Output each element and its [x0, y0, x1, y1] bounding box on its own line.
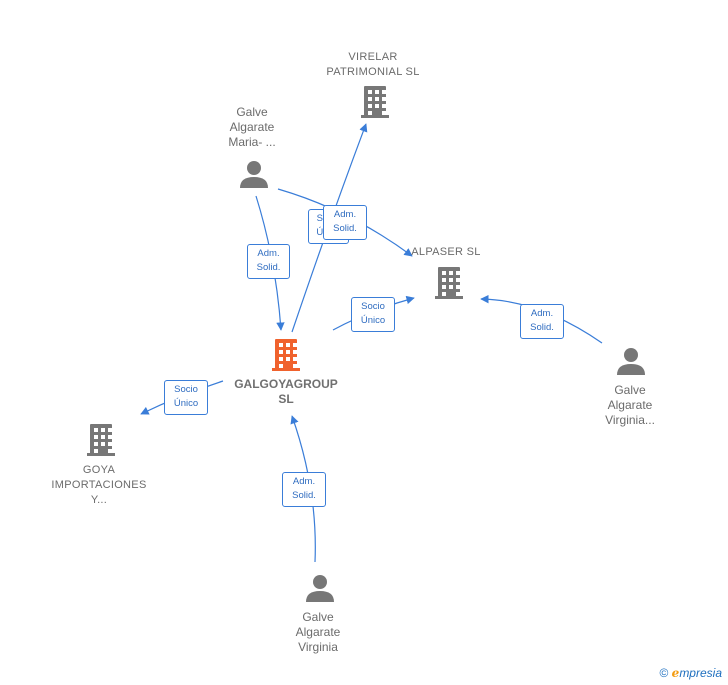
edge-label-line2: Solid. — [292, 490, 316, 501]
virelar-name-line2: PATRIMONIAL SL — [326, 66, 420, 78]
edge-label-line2: Solid. — [256, 262, 281, 273]
galve-maria-line1: Galve — [236, 105, 268, 119]
galve-virginia-bottom-person-icon — [306, 575, 334, 602]
galgoya-name-line2: SL — [278, 392, 294, 406]
galve-virginia-bottom-line1: Galve — [302, 610, 334, 624]
edge-label-virginia-galgoya: Adm. Solid. — [282, 472, 326, 507]
alpaser-windows — [442, 271, 460, 296]
galve-maria-line3: Maria- ... — [228, 135, 276, 149]
edge-label-line1: Adm. — [530, 308, 554, 319]
edge-label-galgoya-alpaser: Socio Único — [351, 297, 395, 332]
alpaser-name: ALPASER SL — [411, 246, 481, 258]
alpaser-label[interactable]: ALPASER SL — [408, 245, 484, 260]
galve-virginia-bottom-label[interactable]: Galve Algarate Virginia — [280, 610, 356, 655]
copyright-symbol: © — [659, 666, 669, 680]
edge-label-line2: Solid. — [530, 322, 554, 333]
edge-label-line1: Adm. — [292, 476, 316, 487]
galve-virginia-bottom-line3: Virginia — [298, 640, 338, 654]
virelar-windows — [368, 90, 386, 115]
edge-label-line2: Único — [173, 398, 199, 409]
edge-label-line1: Adm. — [333, 209, 357, 220]
galve-maria-person-icon — [240, 161, 268, 188]
empresia-brand[interactable]: © empresia — [659, 666, 722, 680]
galve-virginia-right-person-icon — [617, 348, 645, 375]
galve-virginia-bottom-line2: Algarate — [295, 625, 341, 639]
edge-label-maria-alpaser: Adm. Solid. — [323, 205, 367, 240]
goya-name-line3: Y... — [90, 494, 108, 506]
goya-label[interactable]: GOYA IMPORTACIONES Y... — [44, 463, 154, 508]
edge-label-virginia-alpaser: Adm. Solid. — [520, 304, 564, 339]
virelar-name-line1: VIRELAR — [348, 51, 398, 63]
galgoya-label[interactable]: GALGOYAGROUP SL — [226, 377, 346, 407]
brand-e-letter: e — [671, 666, 680, 680]
galve-virginia-right-label[interactable]: Galve Algarate Virginia... — [590, 383, 670, 428]
galgoya-windows — [279, 343, 297, 368]
galve-maria-label[interactable]: Galve Algarate Maria- ... — [214, 105, 290, 150]
galve-virginia-right-line2: Algarate — [607, 398, 653, 412]
edge-label-line1: Adm. — [257, 248, 280, 259]
edge-label-line1: Socio — [174, 384, 198, 395]
edge-label-line2: Solid. — [333, 223, 357, 234]
edge-label-line1: Socio — [361, 301, 385, 312]
virelar-label[interactable]: VIRELAR PATRIMONIAL SL — [318, 50, 428, 80]
galve-maria-line2: Algarate — [229, 120, 275, 134]
galve-virginia-right-line3: Virginia... — [605, 413, 655, 427]
edge-label-galgoya-goya: Socio Único — [164, 380, 208, 415]
goya-windows — [94, 428, 112, 453]
goya-name-line1: GOYA — [82, 464, 116, 476]
galgoya-name-line1: GALGOYAGROUP — [234, 377, 338, 391]
goya-name-line2: IMPORTACIONES — [51, 479, 147, 491]
edge-label-maria-galgoya: Adm. Solid. — [247, 244, 290, 279]
edge-label-line2: Único — [360, 315, 386, 326]
brand-name: mpresia — [679, 666, 722, 680]
galve-virginia-right-line1: Galve — [614, 383, 646, 397]
